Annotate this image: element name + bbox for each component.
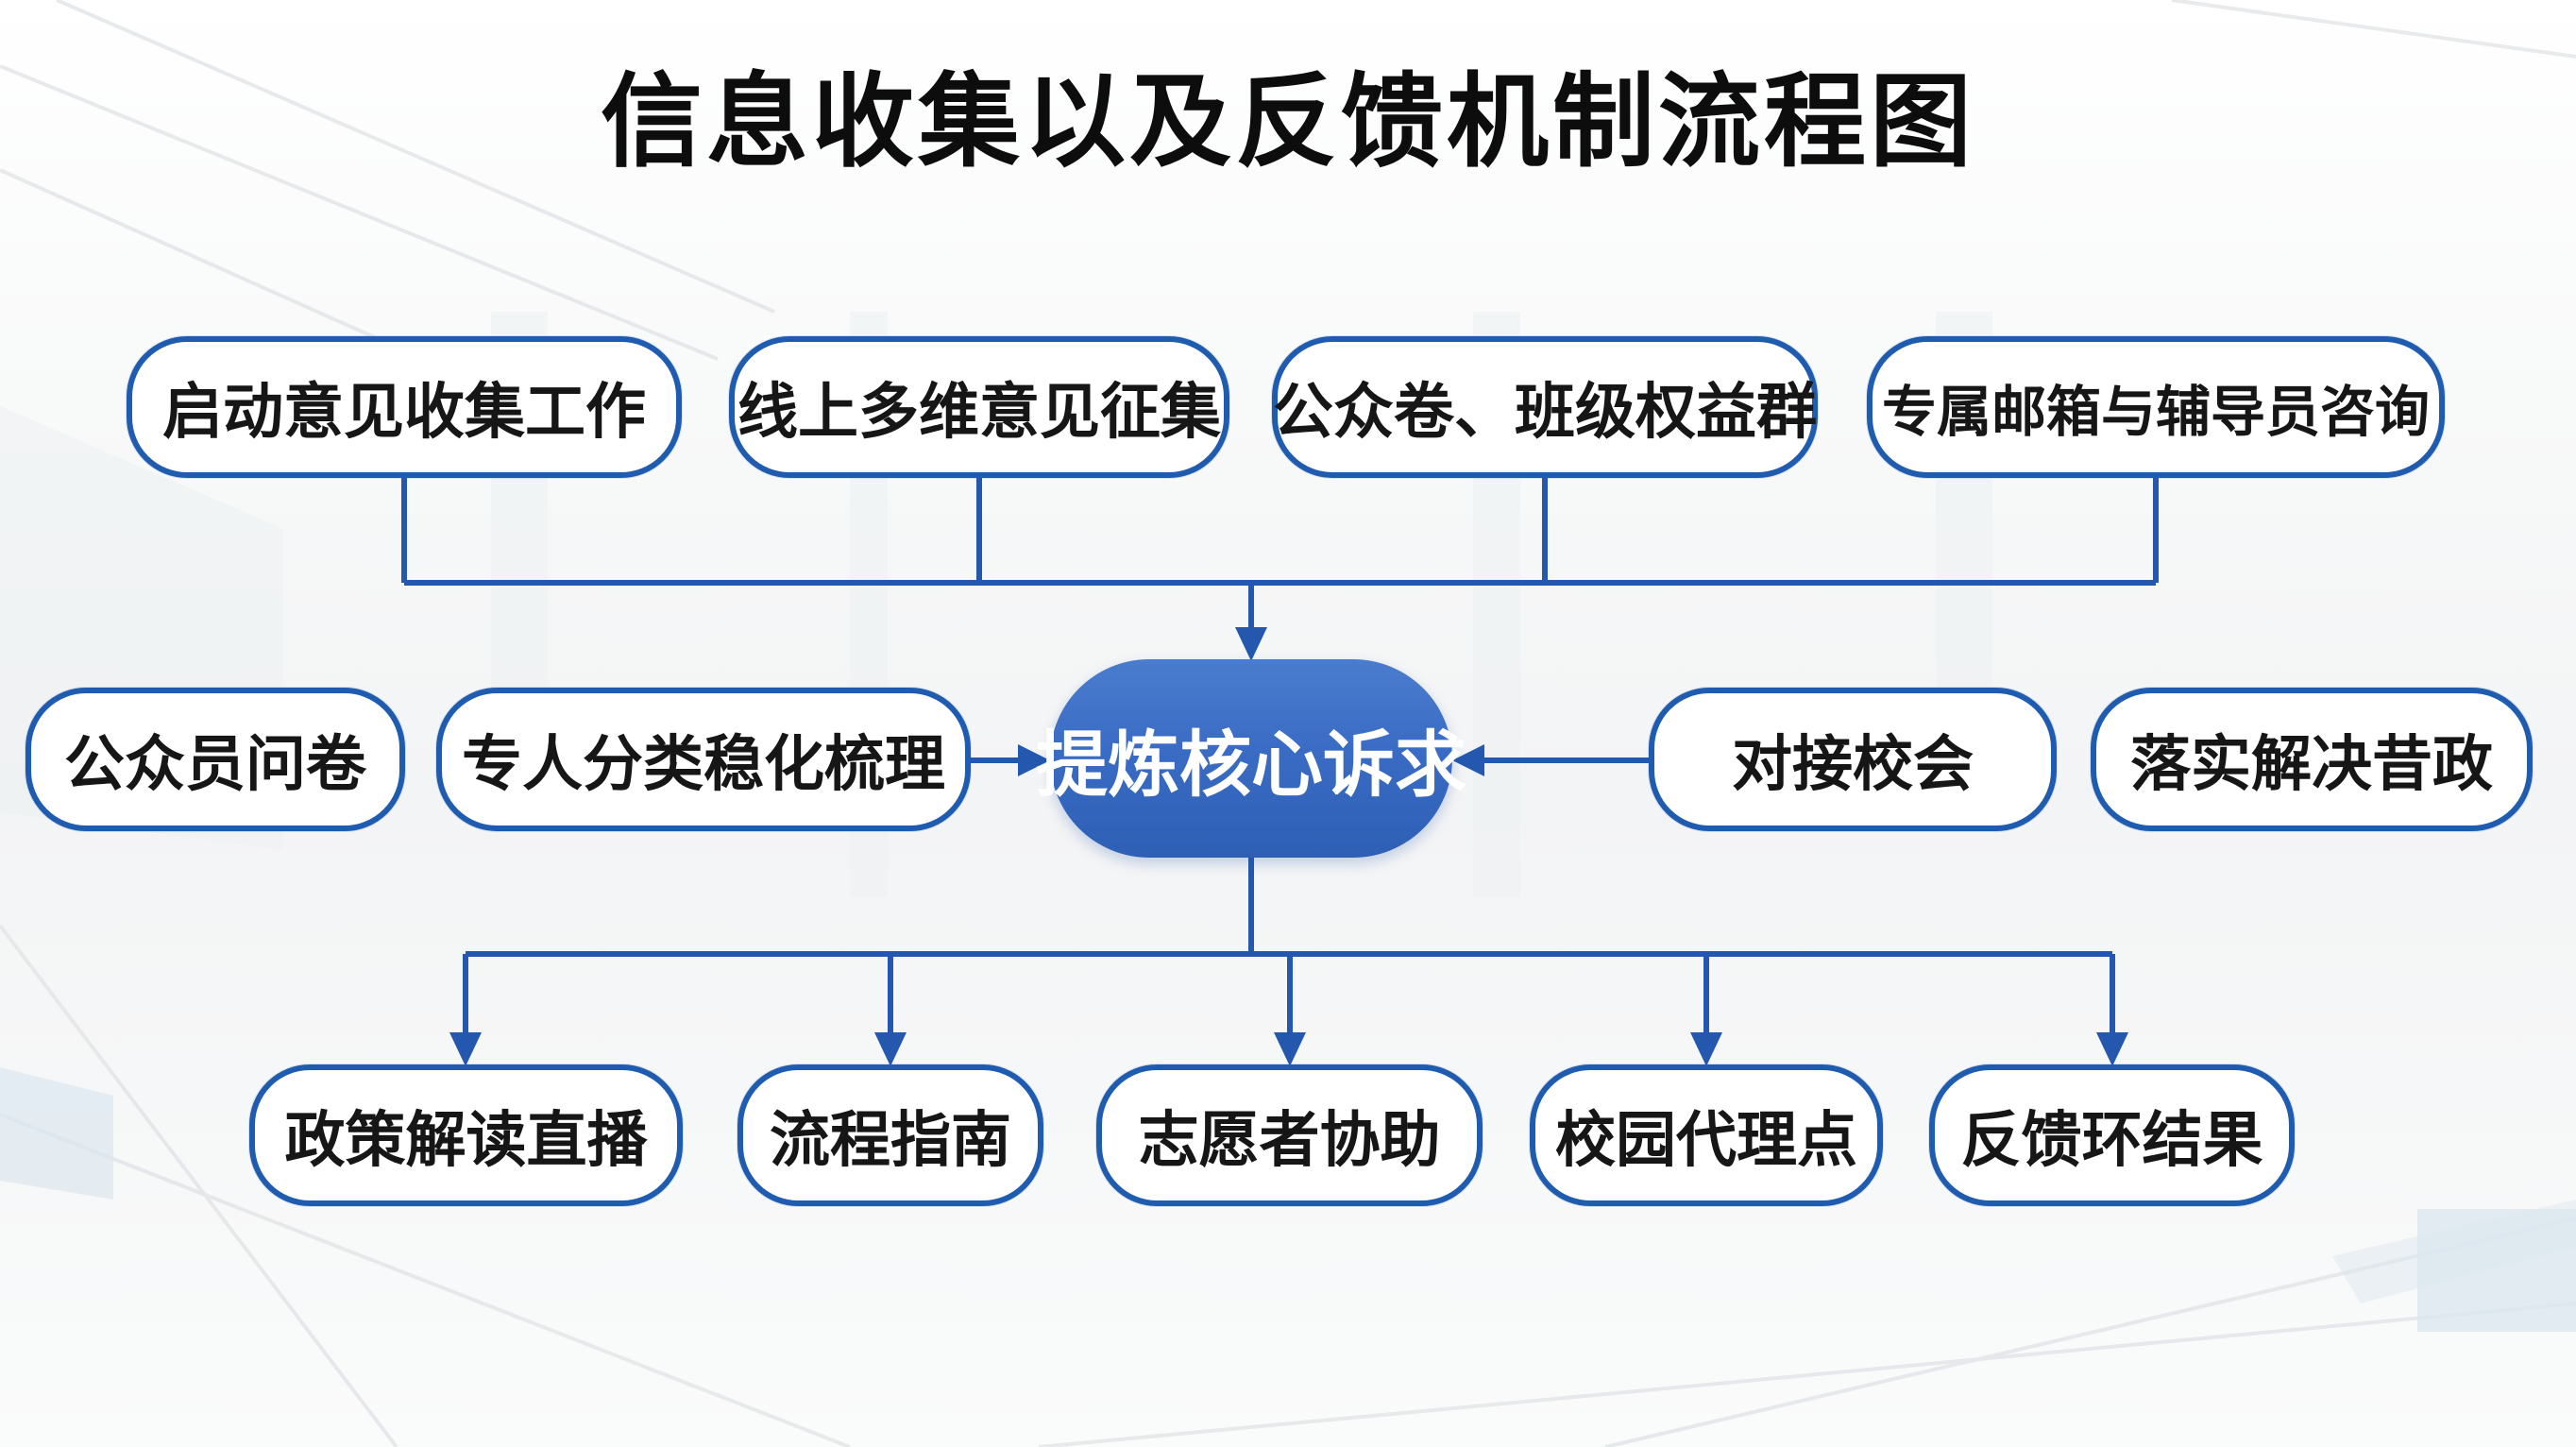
node-label: 政策解读直播 bbox=[284, 1106, 648, 1174]
node-public-member-questionnaire: 公众员问卷 bbox=[25, 688, 405, 831]
node-implement-resolve: 落实解决昔政 bbox=[2091, 688, 2533, 831]
page-title: 信息收集以及反馈机制流程图 bbox=[600, 64, 1975, 179]
node-campus-agent-point: 校园代理点 bbox=[1530, 1064, 1883, 1206]
node-online-multidim-collection: 线上多维意见征集 bbox=[729, 336, 1229, 478]
arrowhead-into-center-right bbox=[1452, 744, 1484, 776]
arrowhead-into-center-top bbox=[1235, 627, 1267, 661]
arrowhead-into-center-left bbox=[1018, 744, 1050, 776]
node-label: 流程指南 bbox=[770, 1106, 1011, 1174]
node-volunteer-assist: 志愿者协助 bbox=[1096, 1064, 1483, 1206]
node-label: 提炼核心诉求 bbox=[1036, 725, 1466, 806]
node-process-guide: 流程指南 bbox=[737, 1064, 1043, 1206]
node-label: 落实解决昔政 bbox=[2130, 730, 2493, 798]
arrowhead-bottom-2 bbox=[874, 1032, 907, 1066]
node-label: 公众卷、班级权益群 bbox=[1273, 378, 1817, 446]
node-classify-organize: 专人分类稳化梳理 bbox=[436, 688, 971, 831]
arrowhead-bottom-5 bbox=[2096, 1032, 2128, 1066]
node-label: 专属邮箱与辅导员咨询 bbox=[1881, 382, 2430, 443]
node-public-questionnaire-class-group: 公众卷、班级权益群 bbox=[1272, 336, 1818, 478]
node-mailbox-counselor: 专属邮箱与辅导员咨询 bbox=[1867, 336, 2445, 478]
node-label: 反馈环结果 bbox=[1960, 1106, 2263, 1174]
node-label: 线上多维意见征集 bbox=[737, 378, 1221, 446]
node-label: 专人分类稳化梳理 bbox=[462, 730, 945, 798]
node-label: 校园代理点 bbox=[1555, 1106, 1857, 1174]
node-label: 对接校会 bbox=[1732, 730, 1974, 798]
node-label: 公众员问卷 bbox=[64, 730, 366, 798]
node-extract-core-demands: 提炼核心诉求 bbox=[1036, 659, 1466, 858]
node-feedback-loop-results: 反馈环结果 bbox=[1929, 1064, 2295, 1206]
node-start-opinion-collection: 启动意见收集工作 bbox=[127, 336, 682, 478]
node-label: 启动意见收集工作 bbox=[162, 378, 646, 446]
arrowhead-bottom-4 bbox=[1690, 1032, 1722, 1066]
node-connect-school-council: 对接校会 bbox=[1649, 688, 2057, 831]
arrowhead-bottom-1 bbox=[449, 1032, 482, 1066]
node-policy-live: 政策解读直播 bbox=[249, 1064, 683, 1206]
arrowhead-bottom-3 bbox=[1274, 1032, 1306, 1066]
node-label: 志愿者协助 bbox=[1138, 1106, 1441, 1174]
